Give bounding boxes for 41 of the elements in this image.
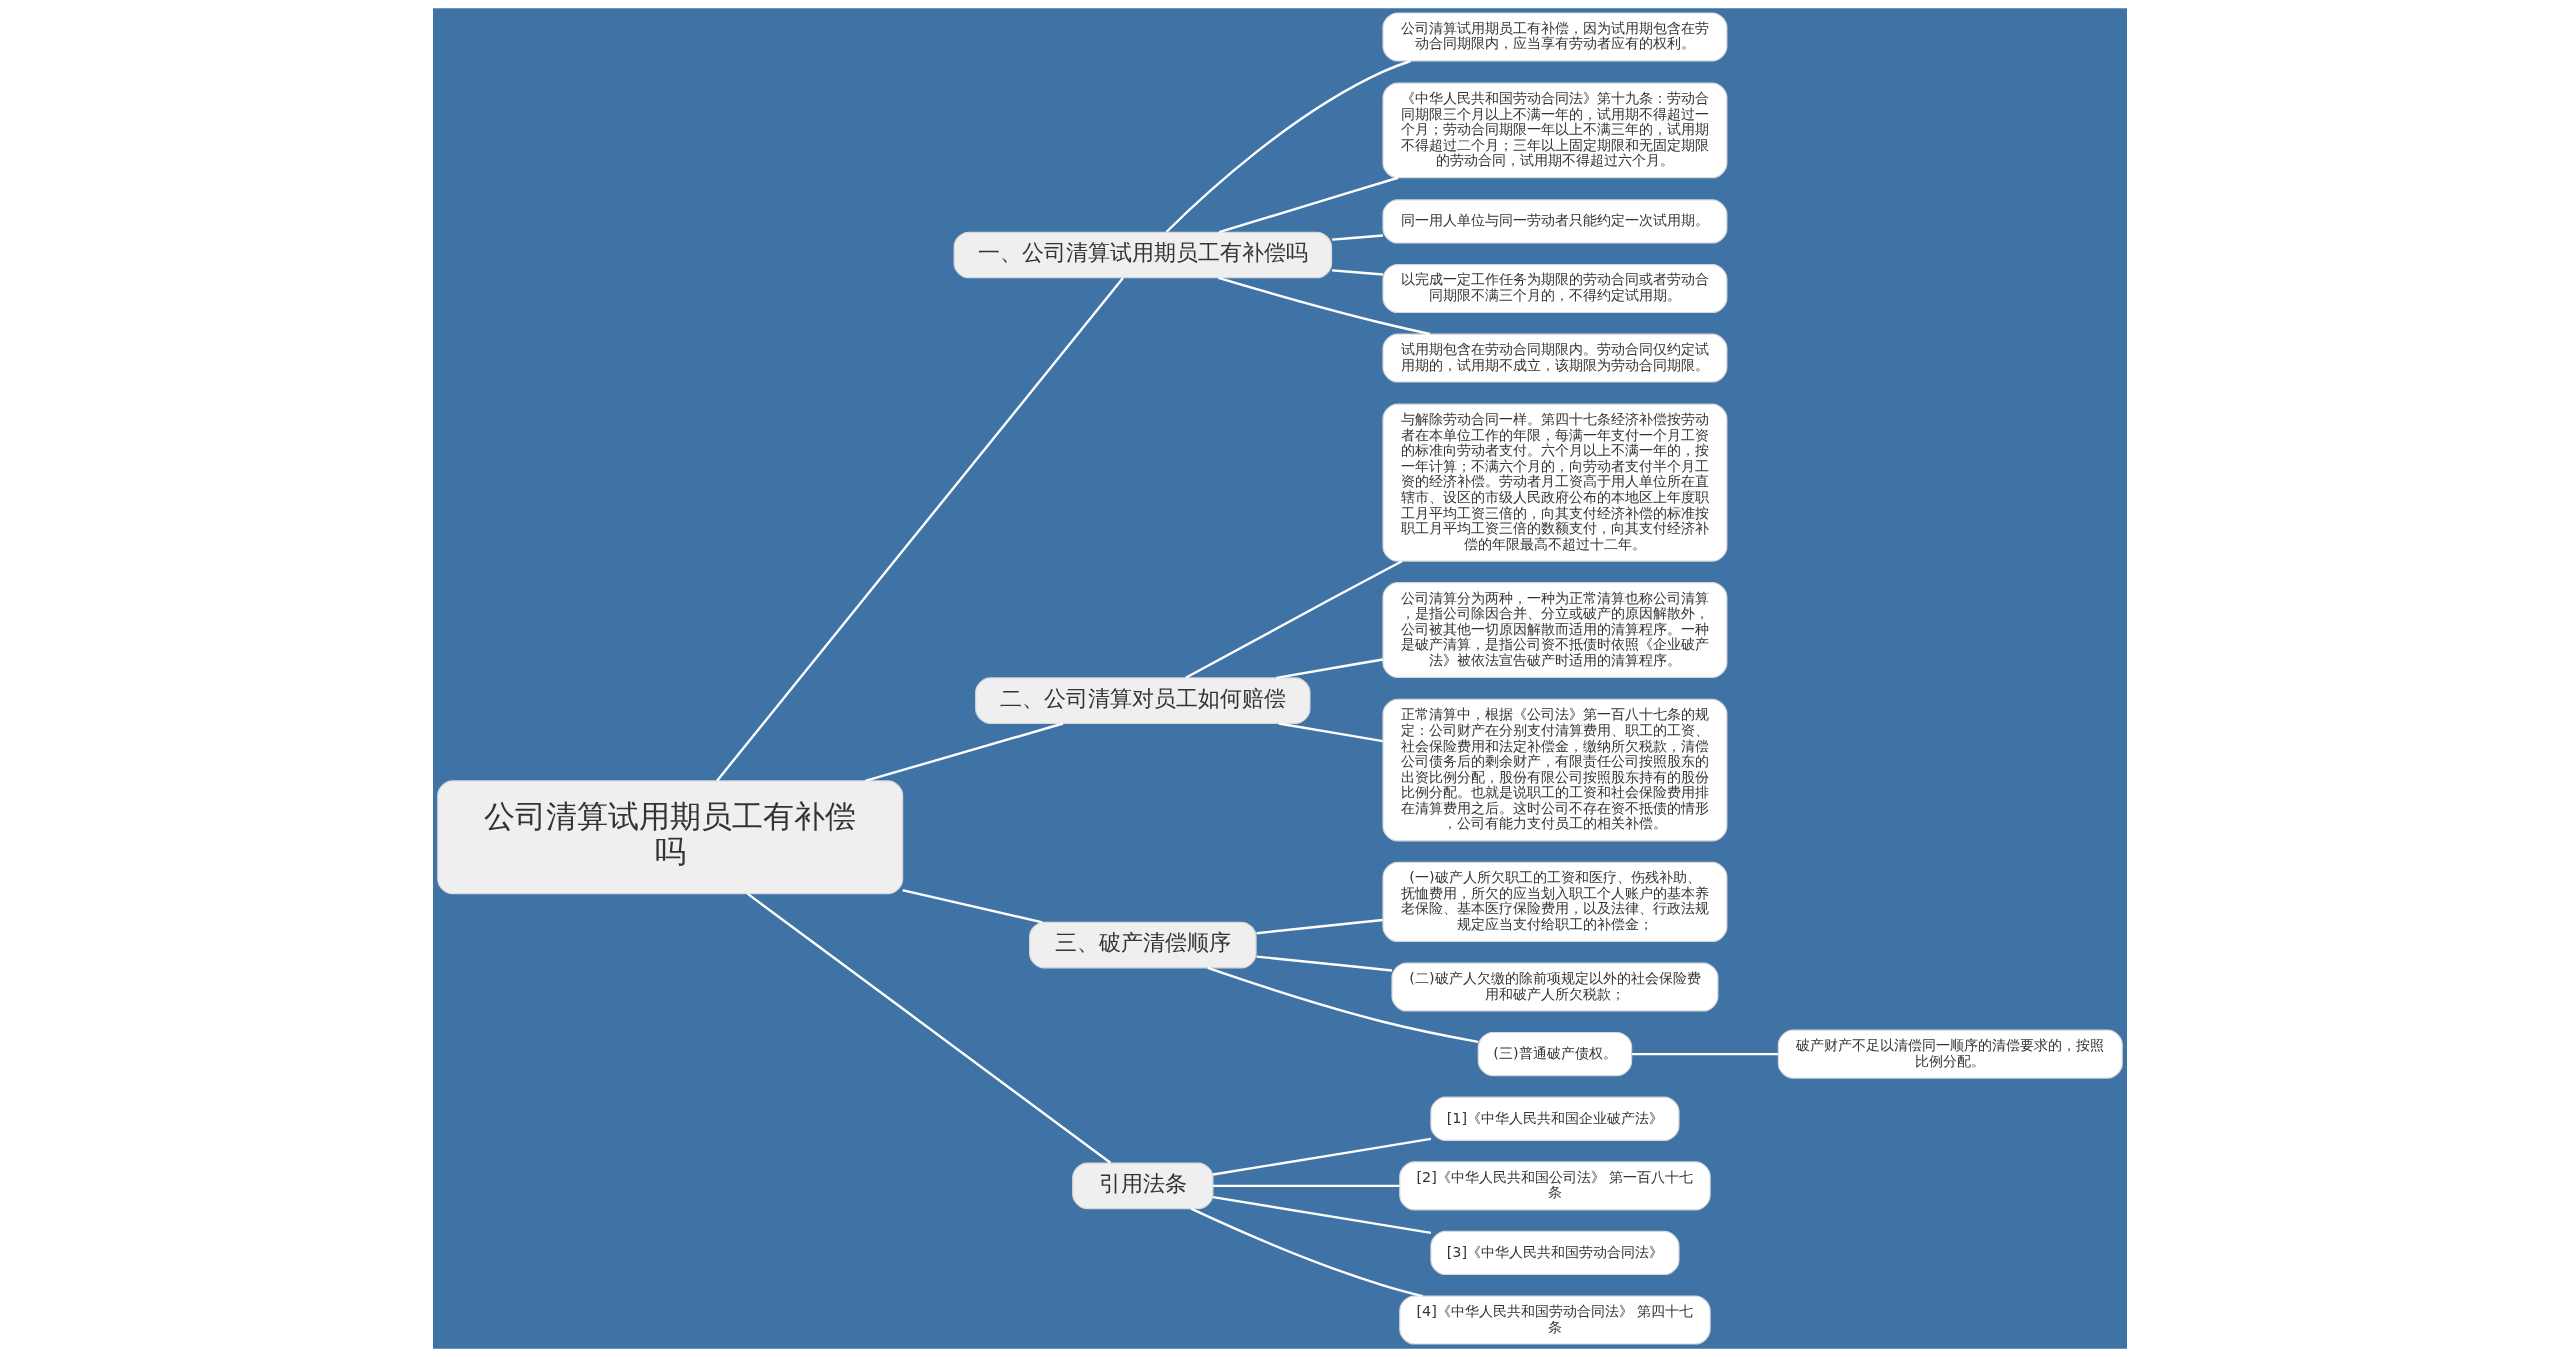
node-box: (二)破产人欠缴的除前项规定以外的社会保险费用和破产人所欠税款； [1391, 962, 1719, 1012]
node-box: 以完成一定工作任务为期限的劳动合同或者劳动合同期限不满三个月的，不得约定试用期。 [1382, 263, 1728, 314]
connector [1256, 918, 1383, 935]
connector [1165, 59, 1411, 233]
connector [1278, 722, 1383, 743]
node-box: [2]《中华人民共和国公司法》 第一百八十七条 [1399, 1161, 1711, 1211]
connector [1332, 269, 1383, 276]
connector [746, 892, 1112, 1164]
node-box: 正常清算中，根据《公司法》第一百八十七条的规定：公司财产在分别支付清算费用、职工的工资、社会保险费用和法定补偿金，缴纳所欠税款，清偿公司债务后的剩余财产，有限责任公司按照股东的出资比例分配，股份有限公司按照股东持有的股份比例分配。也就是说职工的工资和社会保险费用排在清算费用之后。这时公司不存在资不抵债的情形，公司有能力支付员工的相关补偿。 [1382, 698, 1728, 842]
node-box: 公司清算试用期员工有补偿吗 [437, 780, 904, 895]
connector [1212, 1137, 1432, 1176]
node-box: (一)破产人所欠职工的工资和医疗、伤残补助、抚恤费用，所欠的应当划入职工个人账户的基本养老保险、基本医疗保险费用，以及法律、行政法规规定应当支付给职工的补偿金； [1382, 861, 1728, 943]
connector [1185, 560, 1403, 679]
node-box: 公司清算分为两种，一种为正常清算也称公司清算，是指公司除因合并、分立或破产的原因解散外，公司被其他一切原因解散而适用的清算程序。一种是破产清算，是指公司资不抵债时依照《企业破产法》被依法宣告破产时适用的清算程序。 [1382, 582, 1728, 678]
node-box: 《中华人民共和国劳动合同法》第十九条：劳动合同期限三个月以上不满一年的，试用期不得超过一个月；劳动合同期限一年以上不满三年的，试用期不得超过二个月；三年以上固定期限和无固定期限的劳动合同，试用期不得超过六个月。 [1382, 82, 1728, 179]
node-box: 同一用人单位与同一劳动者只能约定一次试用期。 [1382, 199, 1728, 244]
node-box: [3]《中华人民共和国劳动合同法》 [1430, 1230, 1680, 1276]
connector [1213, 1184, 1400, 1188]
connector [1218, 276, 1431, 336]
node-box: [4]《中华人民共和国劳动合同法》 第四十七条 [1399, 1295, 1711, 1345]
connector [865, 722, 1064, 783]
node-box: 引用法条 [1072, 1162, 1214, 1210]
connector [1332, 234, 1383, 241]
connector [716, 277, 1124, 782]
node-box: 二、公司清算对员工如何赔偿 [975, 677, 1311, 725]
node-box: 试用期包含在劳动合同期限内。劳动合同仅约定试用期的，试用期不成立，该期限为劳动合同期限。 [1382, 333, 1728, 383]
node-box: 与解除劳动合同一样。第四十七条经济补偿按劳动者在本单位工作的年限，每满一年支付一个月工资的标准向劳动者支付。六个月以上不满一年的，按一年计算；不满六个月的，向劳动者支付半个月工资的经济补偿。劳动者月工资高于用人单位所在直辖市、设区的市级人民政府公布的本地区上年度职工月平均工资三倍的，向其支付经济补偿的标准按职工月平均工资三倍的数额支付，向其支付经济补偿的年限最高不超过十二年。 [1382, 403, 1728, 562]
connector [1218, 176, 1399, 234]
node-box: 三、破产清偿顺序 [1029, 921, 1257, 969]
connector [902, 889, 1043, 924]
node-box: (三)普通破产债权。 [1477, 1031, 1633, 1077]
node-box: [1]《中华人民共和国企业破产法》 [1430, 1096, 1680, 1141]
connector [1631, 1052, 1779, 1056]
connector [1256, 955, 1393, 972]
node-box: 破产财产不足以清偿同一顺序的清偿要求的，按照比例分配。 [1777, 1029, 2123, 1079]
node-box: 公司清算试用期员工有补偿，因为试用期包含在劳动合同期限内，应当享有劳动者应有的权利。 [1382, 12, 1728, 62]
connector [1276, 658, 1384, 679]
connector [1212, 1196, 1432, 1235]
connector [1207, 966, 1479, 1043]
node-box: 一、公司清算试用期员工有补偿吗 [953, 231, 1333, 279]
connector [1190, 1207, 1423, 1298]
